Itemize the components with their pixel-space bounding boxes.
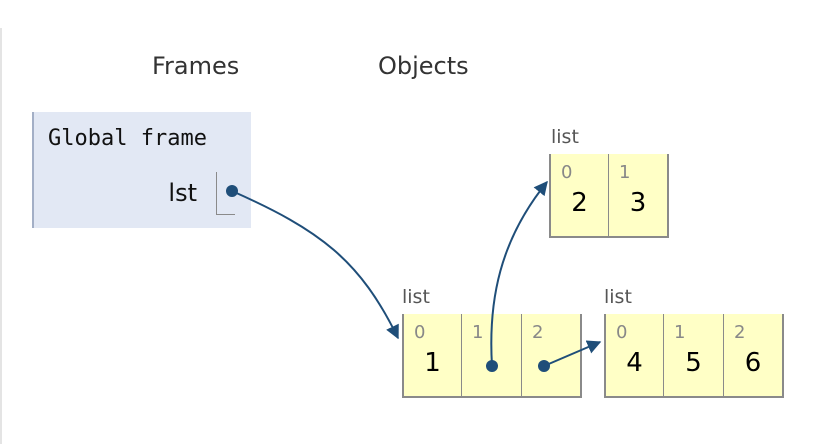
variable-name-lst: lst [168,179,197,207]
list-a-index-1: 1 [619,162,631,183]
objects-header: Objects [378,52,469,80]
variable-value-lst [216,172,235,215]
list-b-index-2: 2 [734,322,746,343]
list-a-value-0: 2 [571,188,588,218]
global-frame: Global frame lst [32,112,251,228]
list-b-cell-1: 1 5 [664,314,724,398]
list-a-value-1: 3 [629,188,647,218]
list-b-index-0: 0 [616,322,628,343]
list-b-value-1: 5 [685,348,702,378]
list-a-cell-0: 0 2 [549,154,609,238]
list-b-value-2: 6 [744,348,762,378]
list-a-type-label: list [551,126,579,148]
arrow-list-main-1-to-list-a [490,180,548,367]
list-main-type-label: list [402,286,430,308]
arrow-lst-to-list-main [231,190,399,340]
list-a-index-0: 0 [561,162,573,183]
list-b-value-0: 4 [626,348,643,378]
arrow-list-main-2-to-list-b [543,340,602,367]
list-main-cell-0: 0 1 [402,314,462,398]
list-a: 0 2 1 3 [549,154,669,238]
list-b: 0 4 1 5 2 6 [604,314,784,398]
list-b-cell-0: 0 4 [604,314,664,398]
list-main-index-2: 2 [532,322,544,343]
frames-header: Frames [152,52,240,80]
global-frame-title: Global frame [48,126,207,151]
list-a-cell-1: 1 3 [609,154,669,238]
list-main-index-1: 1 [472,322,484,343]
list-main-value-0: 1 [424,348,441,378]
list-b-cell-2: 2 6 [724,314,784,398]
list-b-index-1: 1 [674,322,686,343]
list-main-cell-2: 2 [522,314,582,398]
left-divider [0,28,2,444]
list-main-index-0: 0 [414,322,426,343]
list-b-type-label: list [604,286,632,308]
